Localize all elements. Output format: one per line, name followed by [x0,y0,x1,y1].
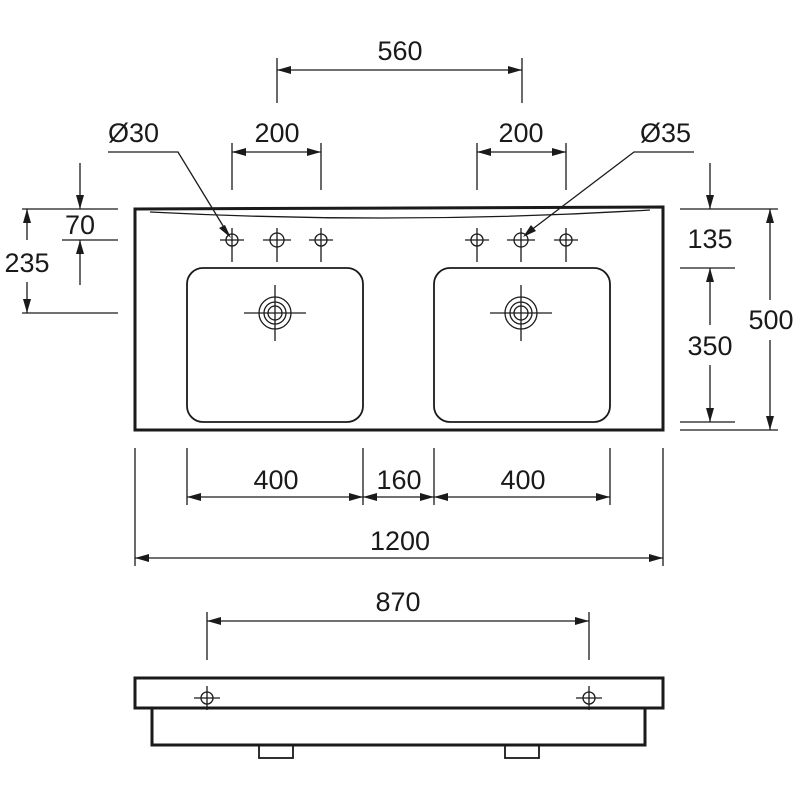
leader-diameter-30: Ø30 [108,118,231,238]
label-560: 560 [377,36,422,66]
label-400-left: 400 [253,465,298,495]
tap-hole [309,228,333,262]
mounting-hole-right [576,686,602,710]
label-500: 500 [748,305,793,335]
label-235: 235 [4,248,49,278]
label-diameter-30: Ø30 [108,118,159,148]
tap-holes-left [220,228,333,262]
drain-right [490,285,552,341]
dim-1200: 1200 [134,448,664,566]
countertop-slab [133,676,665,710]
label-400-right: 400 [500,465,545,495]
tap-hole [263,228,291,262]
dim-200-left: 200 [231,118,322,190]
tap-hole [554,228,578,262]
front-view [133,676,665,759]
countertop-outline [133,205,665,432]
countertop-front-curve [149,209,651,219]
tap-holes-right [465,228,578,262]
mounting-hole-left [194,686,220,710]
label-160: 160 [376,465,421,495]
dim-70: 70 [22,163,118,285]
leader-diameter-35: Ø35 [523,118,694,237]
label-diameter-35: Ø35 [640,118,691,148]
dim-560: 560 [276,36,523,103]
dim-235: 235 [4,209,118,314]
tap-hole [507,228,535,262]
label-350: 350 [687,331,732,361]
basin-body [150,708,647,747]
label-200-right: 200 [498,118,543,148]
dim-200-right: 200 [476,118,567,190]
tap-hole [465,228,489,262]
drain-left [244,285,306,341]
dim-870: 870 [206,587,590,660]
label-1200: 1200 [370,526,430,556]
basin-right [433,267,611,423]
drain-stub-left [258,744,294,759]
label-200-left: 200 [254,118,299,148]
label-135: 135 [687,224,732,254]
tap-hole [220,228,244,262]
basin-left [186,267,364,423]
dim-350: 350 [680,268,735,423]
dim-500: 500 [680,209,794,431]
dim-basin-widths: 400 160 400 [186,448,611,505]
drain-stub-right [504,744,540,759]
top-view [133,205,665,432]
dim-135: 135 [680,163,778,269]
label-70: 70 [65,210,95,240]
label-870: 870 [375,587,420,617]
